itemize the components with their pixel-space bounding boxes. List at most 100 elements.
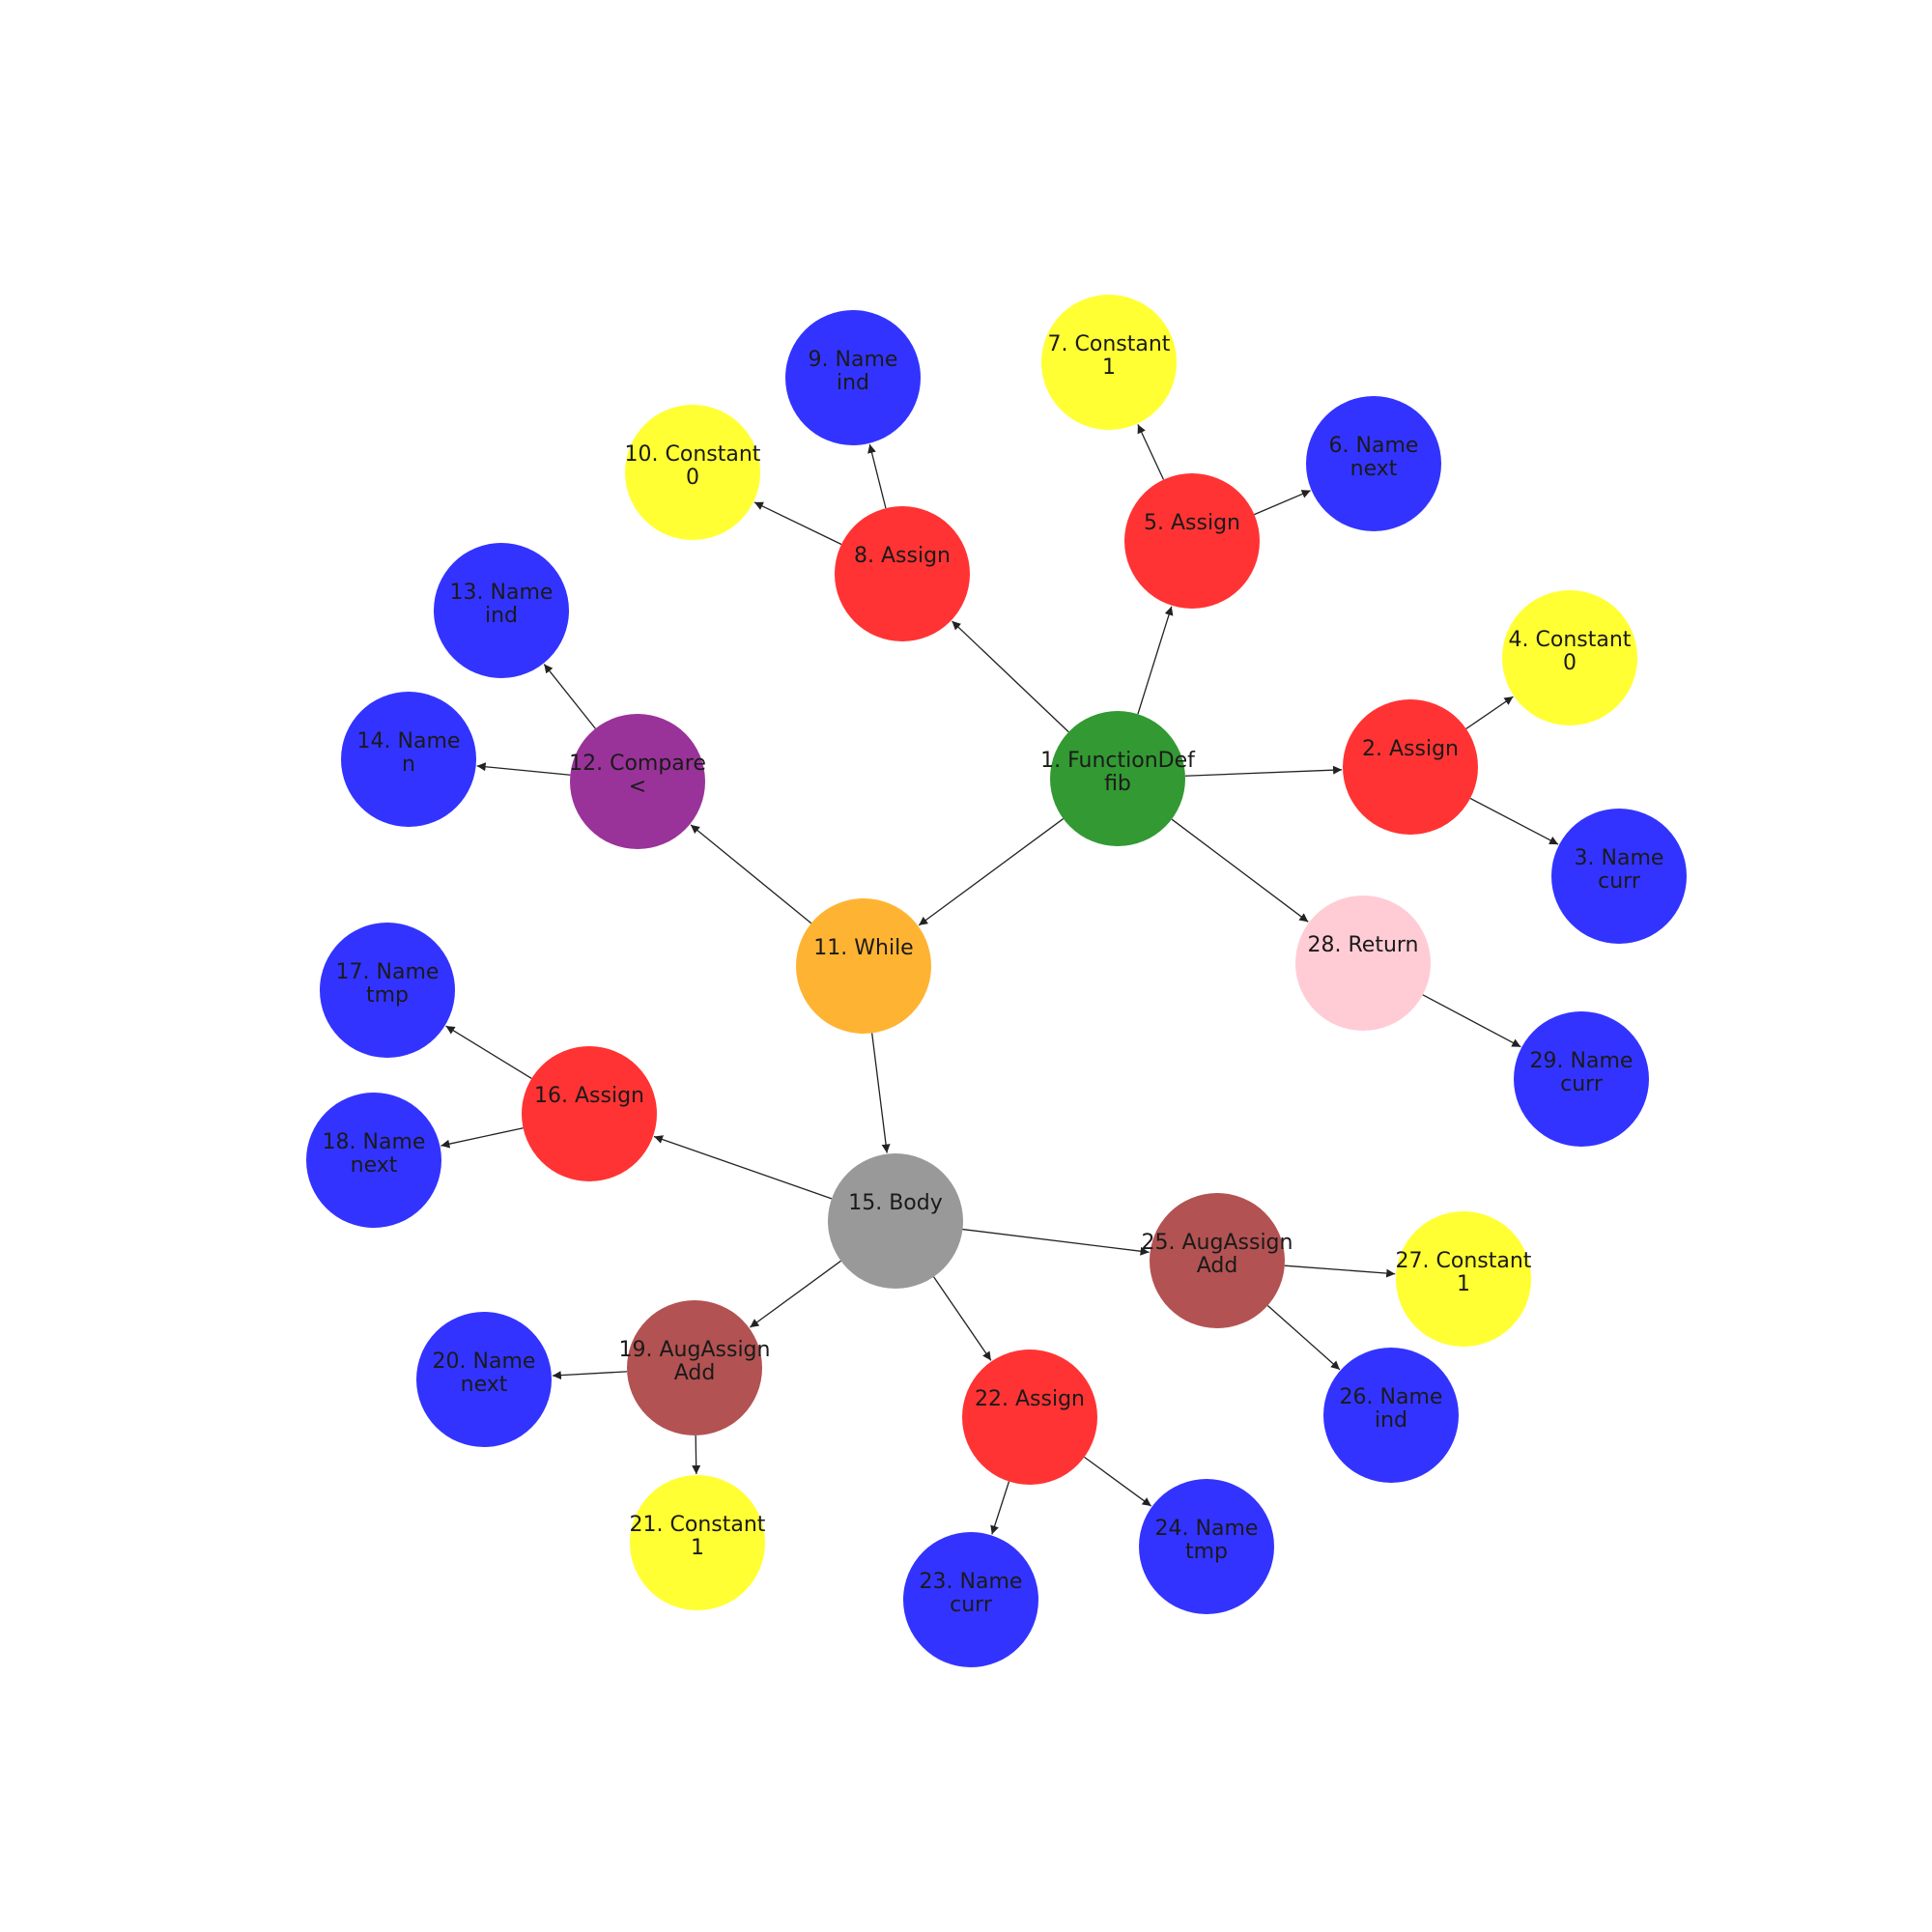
node-18-label-line-2: next — [351, 1153, 398, 1178]
node-13-label-line-1: 13. Name — [450, 581, 554, 605]
node-21-circle — [630, 1475, 765, 1610]
node-19-circle — [627, 1300, 762, 1435]
node-5-assign: 5. Assign — [1124, 473, 1260, 609]
edge-1-to-11 — [918, 818, 1065, 926]
node-12-label: 12. Compare< — [569, 752, 706, 799]
node-27-circle — [1396, 1211, 1531, 1347]
edge-25-to-27 — [1284, 1264, 1396, 1278]
node-2-label-line-1: 2. Assign — [1362, 737, 1459, 761]
node-1-label-line-1: 1. FunctionDef — [1040, 749, 1196, 773]
node-3-label-line-2: curr — [1598, 869, 1641, 894]
node-18-circle — [306, 1093, 441, 1228]
edge-16-to-17 — [445, 1025, 532, 1079]
node-29-label-line-1: 29. Name — [1530, 1049, 1634, 1073]
node-7-label-line-2: 1 — [1102, 355, 1116, 380]
node-10-circle — [625, 405, 760, 540]
edge-15-to-25 — [962, 1228, 1150, 1256]
node-16-label-line-1: 16. Assign — [534, 1084, 644, 1108]
node-15-circle — [828, 1153, 963, 1289]
node-21-label-line-1: 21. Constant — [630, 1513, 766, 1537]
node-12-label-line-1: 12. Compare — [569, 752, 706, 776]
node-4-label-line-2: 0 — [1563, 651, 1577, 675]
edge-22-to-23 — [990, 1481, 1010, 1535]
edge-5-to-6 — [1254, 490, 1311, 516]
edge-12-to-13 — [543, 664, 596, 729]
node-7-circle — [1041, 295, 1177, 430]
node-14-label-line-2: n — [402, 753, 415, 777]
node-16-assign: 16. Assign — [522, 1046, 657, 1181]
node-10-label-line-1: 10. Constant — [625, 442, 761, 467]
node-22-circle — [962, 1350, 1097, 1485]
node-9-label-line-2: ind — [837, 371, 869, 395]
node-22-label: 22. Assign — [975, 1387, 1085, 1411]
node-9-label-line-1: 9. Name — [809, 348, 898, 372]
node-15-body: 15. Body — [828, 1153, 963, 1289]
edge-8-to-10 — [753, 501, 842, 546]
node-11-circle — [796, 898, 931, 1034]
node-2-assign: 2. Assign — [1343, 699, 1478, 835]
node-8-circle — [835, 506, 970, 641]
node-26-label-line-2: ind — [1375, 1408, 1407, 1433]
node-25-circle — [1150, 1193, 1285, 1328]
node-8-label: 8. Assign — [854, 544, 951, 568]
node-3-circle — [1551, 809, 1687, 944]
node-5-circle — [1124, 473, 1260, 609]
edge-15-to-22 — [933, 1276, 992, 1361]
node-3-label-line-1: 3. Name — [1575, 846, 1664, 870]
node-8-assign: 8. Assign — [835, 506, 970, 641]
edge-8-to-9 — [867, 443, 887, 509]
node-28-label: 28. Return — [1308, 933, 1419, 957]
node-29-circle — [1514, 1011, 1649, 1147]
node-25-label-line-1: 25. AugAssign — [1142, 1231, 1293, 1255]
node-26-label-line-1: 26. Name — [1340, 1385, 1443, 1409]
node-19-label-line-2: Add — [674, 1361, 716, 1385]
node-28-circle — [1295, 895, 1431, 1031]
node-10-label-line-2: 0 — [686, 466, 699, 490]
node-27-label-line-2: 1 — [1457, 1272, 1470, 1296]
node-15-label-line-1: 15. Body — [848, 1191, 943, 1215]
node-21-label-line-2: 1 — [691, 1536, 704, 1560]
node-24-label-line-1: 24. Name — [1155, 1517, 1259, 1541]
node-11-label: 11. While — [813, 936, 913, 960]
edge-12-to-14 — [476, 762, 571, 776]
node-6-label-line-1: 6. Name — [1329, 434, 1419, 458]
node-29-label-line-2: curr — [1560, 1072, 1604, 1096]
node-26-circle — [1323, 1348, 1459, 1483]
node-20-label-line-2: next — [461, 1373, 508, 1397]
edge-1-to-28 — [1171, 818, 1309, 923]
node-11-while: 11. While — [796, 898, 931, 1034]
node-18-label-line-1: 18. Name — [323, 1130, 426, 1154]
node-9-circle — [785, 310, 921, 445]
edge-2-to-3 — [1469, 797, 1559, 845]
node-14-label-line-1: 14. Name — [357, 729, 461, 753]
node-20-circle — [416, 1312, 552, 1447]
